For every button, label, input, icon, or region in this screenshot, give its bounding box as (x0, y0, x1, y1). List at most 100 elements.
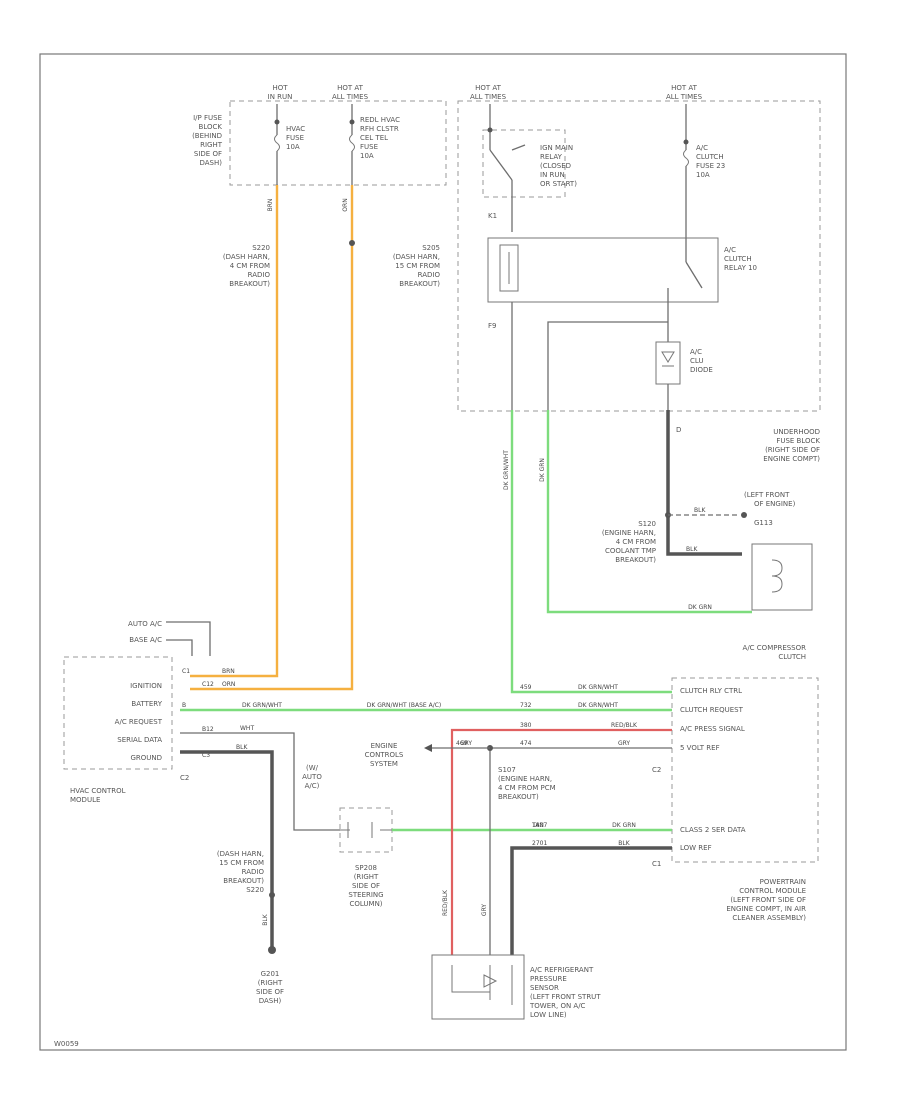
splice-s220-lower-label: (DASH HARN, 15 CM FROM RADIO BREAKOUT) S… (217, 850, 265, 894)
svg-text:ENGINE COMPT, IN AIR: ENGINE COMPT, IN AIR (726, 905, 806, 913)
hvac-module-label: HVAC CONTROL MODULE (70, 787, 126, 804)
svg-text:COLUMN): COLUMN) (349, 900, 382, 908)
svg-text:G201: G201 (261, 970, 280, 978)
svg-text:A/C: A/C (690, 348, 702, 356)
label-red-blk-horizontal: RED/BLK (611, 722, 638, 729)
svg-text:SIDE OF: SIDE OF (194, 150, 222, 158)
svg-text:(BEHIND: (BEHIND (192, 132, 222, 140)
svg-text:CEL TEL: CEL TEL (360, 134, 388, 142)
label-dk-grn-wht-row1: DK GRN/WHT (578, 684, 618, 691)
pcm-label: POWERTRAIN CONTROL MODULE (LEFT FRONT SI… (726, 878, 806, 922)
svg-text:SIDE OF: SIDE OF (352, 882, 380, 890)
svg-text:(DASH HARN,: (DASH HARN, (217, 850, 264, 858)
svg-text:BREAKOUT): BREAKOUT) (399, 280, 440, 288)
svg-text:HOT AT: HOT AT (475, 84, 502, 92)
svg-text:RFH CLSTR: RFH CLSTR (360, 125, 399, 133)
svg-text:IN RUN: IN RUN (540, 171, 565, 179)
svg-text:CLASS 2 SER DATA: CLASS 2 SER DATA (680, 826, 746, 834)
svg-text:HOT: HOT (272, 84, 288, 92)
svg-text:A/C): A/C) (305, 782, 320, 790)
svg-text:SENSOR: SENSOR (530, 984, 559, 992)
underhood-fuse-block-outline (457, 100, 821, 412)
hvac-module-pins: IGNITION BATTERY A/C REQUEST SERIAL DATA… (115, 682, 163, 762)
svg-text:CLUTCH RLY CTRL: CLUTCH RLY CTRL (680, 687, 742, 695)
svg-text:SERIAL DATA: SERIAL DATA (117, 736, 162, 744)
label-dk-grn-horizontal: DK GRN (688, 604, 712, 611)
svg-text:HVAC CONTROL: HVAC CONTROL (70, 787, 126, 795)
svg-text:459: 459 (520, 684, 532, 691)
ground-g201-label: G201 (RIGHT SIDE OF DASH) (256, 970, 284, 1005)
svg-text:RADIO: RADIO (418, 271, 441, 279)
pcm-outline (671, 677, 819, 863)
svg-text:B12: B12 (202, 726, 214, 733)
svg-text:RADIO: RADIO (242, 868, 265, 876)
svg-text:(DASH HARN,: (DASH HARN, (393, 253, 440, 261)
ac-clu-diode: A/C CLU DIODE (655, 302, 713, 410)
svg-text:A/C: A/C (696, 144, 708, 152)
svg-text:A/C REQUEST: A/C REQUEST (115, 718, 163, 726)
label-dk-grn-wht-row2: DK GRN/WHT (578, 702, 618, 709)
wire-dk-grn-compressor (546, 410, 752, 614)
label-gry-right: GRY (618, 740, 630, 747)
svg-text:OF ENGINE): OF ENGINE) (754, 500, 796, 508)
svg-text:(DASH HARN,: (DASH HARN, (223, 253, 270, 261)
label-gry-vertical: GRY (481, 904, 488, 916)
svg-text:ALL TIMES: ALL TIMES (470, 93, 507, 101)
hvac-pin-numbers: C1 C12 B B12 C3 (182, 668, 214, 759)
splice-s205-label: S205 (DASH HARN, 15 CM FROM RADIO BREAKO… (393, 244, 441, 288)
ac-clutch-relay-box (487, 237, 719, 303)
svg-text:5 VOLT REF: 5 VOLT REF (680, 744, 720, 752)
ground-g113-label: (LEFT FRONT OF ENGINE) G113 (744, 491, 796, 527)
svg-text:4 CM FROM PCM: 4 CM FROM PCM (498, 784, 556, 792)
pin-f9: F9 (488, 322, 496, 330)
svg-text:BREAKOUT): BREAKOUT) (229, 280, 270, 288)
svg-text:S205: S205 (422, 244, 440, 252)
svg-text:A/C: A/C (724, 246, 736, 254)
wire-red-blk-pressure (450, 728, 672, 955)
svg-text:BATTERY: BATTERY (131, 700, 162, 708)
ground-g201-icon (268, 946, 276, 954)
svg-text:IGN MAIN: IGN MAIN (540, 144, 573, 152)
redl-fuse: REDL HVAC RFH CLSTR CEL TEL FUSE 10A (349, 104, 400, 185)
ac-selector: AUTO A/C BASE A/C (128, 620, 211, 656)
auto-ac-note: (W/ AUTO A/C) (302, 764, 322, 790)
ign-main-relay: IGN MAIN RELAY (CLOSED IN RUN OR START) (487, 104, 577, 232)
svg-text:10A: 10A (360, 152, 374, 160)
svg-text:RIGHT: RIGHT (200, 141, 223, 149)
label-dk-grn-wht-hvac: DK GRN/WHT (242, 702, 282, 709)
label-wht: WHT (240, 725, 254, 732)
svg-text:DASH): DASH) (259, 997, 282, 1005)
svg-text:HOT AT: HOT AT (337, 84, 364, 92)
ip-fuse-block-label: I/P FUSE BLOCK (BEHIND RIGHT SIDE OF DAS… (192, 114, 223, 167)
svg-text:UNDERHOOD: UNDERHOOD (773, 428, 820, 436)
circuit-numbers: 459 732 380 474 1807 2701 469 (456, 684, 547, 847)
svg-text:FUSE BLOCK: FUSE BLOCK (776, 437, 820, 445)
pin-k1: K1 (488, 212, 497, 220)
hot-at-all-times-label-1: HOT AT ALL TIMES (332, 84, 369, 101)
svg-text:COOLANT TMP: COOLANT TMP (605, 547, 656, 555)
engine-controls-label: ENGINE CONTROLS SYSTEM (365, 742, 404, 768)
svg-text:(RIGHT: (RIGHT (258, 979, 283, 987)
label-blk-low-ref: BLK (618, 840, 630, 847)
svg-text:LOW LINE): LOW LINE) (530, 1011, 567, 1019)
svg-text:MODULE: MODULE (70, 796, 100, 804)
svg-text:CONTROLS: CONTROLS (365, 751, 404, 759)
pcm-pins: CLUTCH RLY CTRL CLUTCH REQUEST A/C PRESS… (680, 687, 746, 852)
label-red-blk-vertical: RED/BLK (442, 889, 449, 916)
wire-blk-low-ref (510, 846, 672, 955)
ac-clutch-relay: A/C CLUTCH RELAY 10 (499, 238, 757, 302)
svg-text:FUSE 23: FUSE 23 (696, 162, 725, 170)
svg-text:LOW REF: LOW REF (680, 844, 712, 852)
svg-text:OR START): OR START) (540, 180, 577, 188)
pcm-connector-c1: C1 (652, 860, 661, 868)
hvac-fuse: HVAC FUSE 10A (274, 104, 305, 185)
svg-text:DASH): DASH) (200, 159, 223, 167)
svg-text:RELAY: RELAY (540, 153, 563, 161)
wire-blk-hvac-ground (180, 750, 274, 950)
dlc-connector: SP208 (RIGHT SIDE OF STEERING COLUMN) (340, 822, 392, 908)
label-brn-hvac: BRN (222, 668, 235, 675)
label-tan: TAN (531, 822, 544, 829)
svg-text:PRESSURE: PRESSURE (530, 975, 567, 983)
wire-orn-battery (190, 185, 354, 691)
